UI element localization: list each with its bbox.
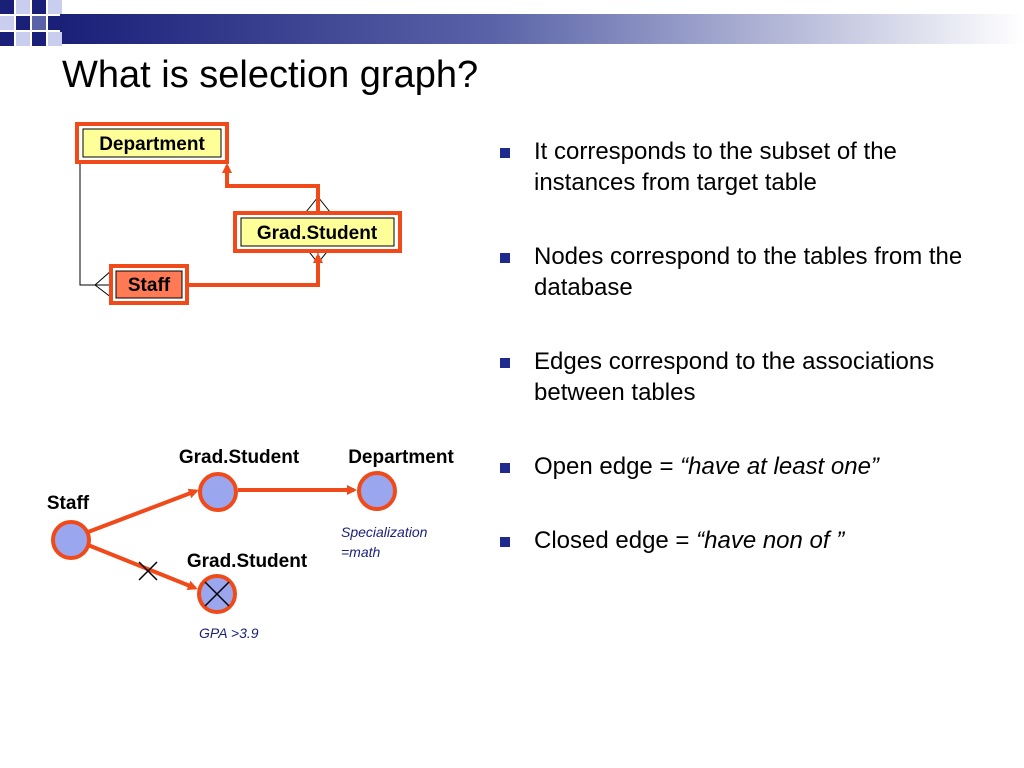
bullet-text: It corresponds to the subset of the inst… — [534, 138, 897, 196]
bullet-item: It corresponds to the subset of the inst… — [496, 136, 996, 198]
grad-student-node-top — [198, 472, 238, 512]
bullet-text: Nodes correspond to the tables from the … — [534, 243, 963, 301]
closed-edge-cross-icon — [138, 561, 158, 581]
bullet-text: Open edge = — [534, 453, 681, 480]
bullet-square-icon — [500, 463, 510, 473]
bullet-text: Edges correspond to the associations bet… — [534, 348, 935, 406]
bullet-emphasis: “have non of ” — [696, 527, 845, 554]
department-condition-line2: =math — [341, 544, 381, 560]
staff-node — [51, 520, 91, 560]
bullet-emphasis: “have at least one” — [680, 453, 879, 480]
staff-node-label: Staff — [47, 493, 90, 514]
department-table-label: Department — [99, 134, 205, 155]
edge-staff-to-grad — [185, 253, 323, 287]
edge-grad-to-department — [222, 163, 320, 212]
upper-schema-diagram: Department Grad.Student Staff — [75, 122, 402, 305]
negated-node-cross-icon — [204, 581, 230, 607]
banner-squares-decoration — [0, 0, 62, 46]
bullet-list: It corresponds to the subset of the inst… — [496, 136, 996, 599]
department-node-label: Department — [348, 447, 454, 468]
open-edge-staff-to-grad — [87, 488, 199, 534]
grad-student-bottom-label: Grad.Student — [187, 551, 308, 572]
grad-student-top-label: Grad.Student — [179, 447, 300, 468]
department-node — [357, 471, 397, 511]
slide-title: What is selection graph? — [62, 54, 479, 96]
bullet-item: Closed edge = “have non of ” — [496, 525, 996, 556]
bullet-text: Closed edge = — [534, 527, 697, 554]
bullet-item: Edges correspond to the associations bet… — [496, 346, 996, 408]
staff-table-node: Staff — [109, 264, 189, 305]
grad-student-table-node: Grad.Student — [233, 211, 402, 253]
closed-edge-staff-to-grad — [87, 543, 198, 591]
bullet-square-icon — [500, 537, 510, 547]
staff-table-label: Staff — [128, 275, 171, 296]
bullet-square-icon — [500, 148, 510, 158]
bullet-item: Open edge = “have at least one” — [496, 451, 996, 482]
title-banner — [0, 0, 1024, 46]
department-table-node: Department — [75, 122, 229, 164]
bullet-item: Nodes correspond to the tables from the … — [496, 241, 996, 303]
grad-condition-label: GPA >3.9 — [199, 625, 259, 641]
bullet-square-icon — [500, 253, 510, 263]
grad-student-table-label: Grad.Student — [257, 223, 378, 244]
bullet-square-icon — [500, 358, 510, 368]
department-condition-line1: Specialization — [341, 524, 428, 540]
lower-selection-graph: Staff Grad.Student Department Grad.Stude… — [47, 447, 455, 641]
